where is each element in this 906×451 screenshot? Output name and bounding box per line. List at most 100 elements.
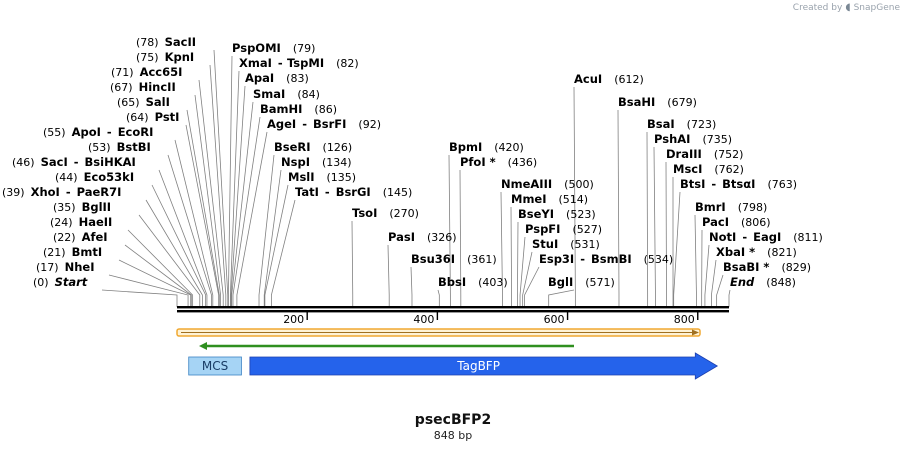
site-label-sali[interactable]: (65)SalI <box>117 95 170 109</box>
site-label-msli[interactable]: MslI(135) <box>288 170 356 184</box>
site-label-bsu36i[interactable]: Bsu36I(361) <box>411 252 497 266</box>
site-label-psti[interactable]: (64)PstI <box>126 110 179 124</box>
lead-line-xhoi <box>145 199 203 307</box>
site-label-nhei[interactable]: (17)NheI <box>36 260 94 274</box>
site-separator: - <box>278 56 283 70</box>
lead-line-tati <box>270 199 296 307</box>
ruler-tick-label: 600 <box>544 313 565 326</box>
site-position: (752) <box>714 148 744 161</box>
site-label-bsai[interactable]: BsaI(723) <box>647 117 716 131</box>
site-label-bmri[interactable]: BmrI(798) <box>695 200 767 214</box>
site-name: NmeAIII <box>501 177 552 191</box>
site-label-hincii[interactable]: (67)HincII <box>110 80 176 94</box>
site-position: (763) <box>767 178 797 191</box>
site-position: (24) <box>50 216 73 229</box>
site-label-eco53ki[interactable]: (44)Eco53kI <box>55 170 134 184</box>
feature-tagbfp[interactable] <box>249 352 719 380</box>
site-label-bseyi[interactable]: BseYI(523) <box>518 207 596 221</box>
lead-line-bstbi <box>167 154 212 307</box>
site-label-bstbi[interactable]: (53) BstBI <box>88 140 151 154</box>
lead-line-btsi <box>673 191 681 307</box>
lead-line-acc65i <box>198 79 224 307</box>
site-position: (811) <box>793 231 823 244</box>
site-label-kpni[interactable]: (75)KpnI <box>136 50 194 64</box>
credit-brand: SnapGene <box>853 2 900 13</box>
lead-line-sali <box>186 109 220 307</box>
lead-line-nmeaiii <box>500 191 503 307</box>
site-label-haeii[interactable]: (24)HaeII <box>50 215 112 229</box>
site-separator: - <box>580 252 585 266</box>
site-position: (55) <box>43 126 66 139</box>
lead-line-bmri <box>694 214 697 307</box>
site-name: KpnI <box>165 50 195 64</box>
site-label-pspomi[interactable]: PspOMI(79) <box>232 41 315 55</box>
snapgene-logo-icon: ◖ <box>845 2 851 13</box>
site-name: Start <box>55 275 88 289</box>
lead-line-msli <box>264 184 289 307</box>
site-label-bgli[interactable]: BglI(571) <box>548 275 615 289</box>
site-label-pshai[interactable]: PshAI(735) <box>654 132 732 146</box>
site-label-nspi[interactable]: NspI(134) <box>281 155 352 169</box>
site-name: NheI <box>65 260 95 274</box>
feature-mcs[interactable] <box>188 356 242 376</box>
lead-line-kpni <box>209 64 227 307</box>
site-label-saci[interactable]: (46)SacI-BsiHKAI <box>12 155 136 169</box>
site-label-bamhi[interactable]: BamHI(86) <box>260 102 337 116</box>
site-label-smai[interactable]: SmaI(84) <box>253 87 320 101</box>
site-label-start[interactable]: (0)Start <box>33 275 88 289</box>
site-label-bseri[interactable]: BseRI(126) <box>274 140 352 154</box>
site-label-pfoi[interactable]: PfoI*(436) <box>460 155 537 169</box>
site-position: (723) <box>687 118 717 131</box>
site-label-agei[interactable]: AgeI-BsrFI(92) <box>267 117 381 131</box>
methylation-star: * <box>749 245 755 259</box>
site-label-pasi[interactable]: PasI(326) <box>388 230 457 244</box>
site-position: (534) <box>644 253 674 266</box>
site-label-stui[interactable]: StuI(531) <box>532 237 600 251</box>
site-label-noti[interactable]: NotI-EagI(811) <box>709 230 823 244</box>
site-label-afei[interactable]: (22)AfeI <box>53 230 108 244</box>
site-label-draiii[interactable]: DraIII(752) <box>666 147 743 161</box>
site-label-xhoi[interactable]: (39)XhoI-PaeR7I <box>2 185 121 199</box>
lead-line-pasi <box>387 244 390 307</box>
lead-line-draiii <box>665 161 667 307</box>
site-name: SacII <box>165 35 196 49</box>
site-label-xbai[interactable]: XbaI*(821) <box>716 245 797 259</box>
site-position: (53) <box>88 141 111 154</box>
site-label-tati[interactable]: TatI-BsrGI(145) <box>295 185 412 199</box>
site-name: BstBI <box>117 140 151 154</box>
site-label-btsi[interactable]: BtsI-BtsαI(763) <box>680 177 797 191</box>
site-label-mmei[interactable]: MmeI(514) <box>511 192 588 206</box>
site-name: BpmI <box>449 140 482 154</box>
lead-line-eco53ki <box>151 184 207 307</box>
site-separator: - <box>711 177 716 191</box>
site-label-esp3i[interactable]: Esp3I-BsmBI(534) <box>539 252 673 266</box>
site-label-bmti[interactable]: (21)BmtI <box>43 245 102 259</box>
site-name: PshAI <box>654 132 690 146</box>
lead-line-afei <box>124 244 192 307</box>
site-label-acc65i[interactable]: (71)Acc65I <box>111 65 182 79</box>
site-label-msci[interactable]: MscI(762) <box>673 162 744 176</box>
site-label-apai[interactable]: ApaI(83) <box>245 71 309 85</box>
site-label-bglii[interactable]: (35)BglII <box>53 200 111 214</box>
site-label-paci[interactable]: PacI(806) <box>702 215 771 229</box>
site-label-sacii[interactable]: (78)SacII <box>136 35 196 49</box>
site-label-bsahi[interactable]: BsaHI(679) <box>618 95 697 109</box>
site-position: (420) <box>494 141 524 154</box>
site-alt-name: BsrFI <box>313 117 346 131</box>
site-separator: - <box>325 185 330 199</box>
site-label-pspfi[interactable]: PspFI(527) <box>525 222 602 236</box>
site-label-apoi[interactable]: (55)ApoI-EcoRI <box>43 125 153 139</box>
site-label-tsoi[interactable]: TsoI(270) <box>352 206 419 220</box>
site-label-end[interactable]: End(848) <box>730 275 796 289</box>
site-label-bpmi[interactable]: BpmI (420) <box>449 140 524 154</box>
site-label-bbsi[interactable]: BbsI(403) <box>438 275 508 289</box>
site-label-xmai[interactable]: XmaI-TspMI(82) <box>239 56 359 70</box>
site-name: SacI <box>41 155 68 169</box>
site-label-acui[interactable]: AcuI(612) <box>574 72 644 86</box>
site-name: TsoI <box>352 206 377 220</box>
site-label-nmeaiii[interactable]: NmeAIII(500) <box>501 177 594 191</box>
site-label-bsabi[interactable]: BsaBI*(829) <box>723 260 811 274</box>
site-position: (848) <box>766 276 796 289</box>
site-position: (523) <box>566 208 596 221</box>
